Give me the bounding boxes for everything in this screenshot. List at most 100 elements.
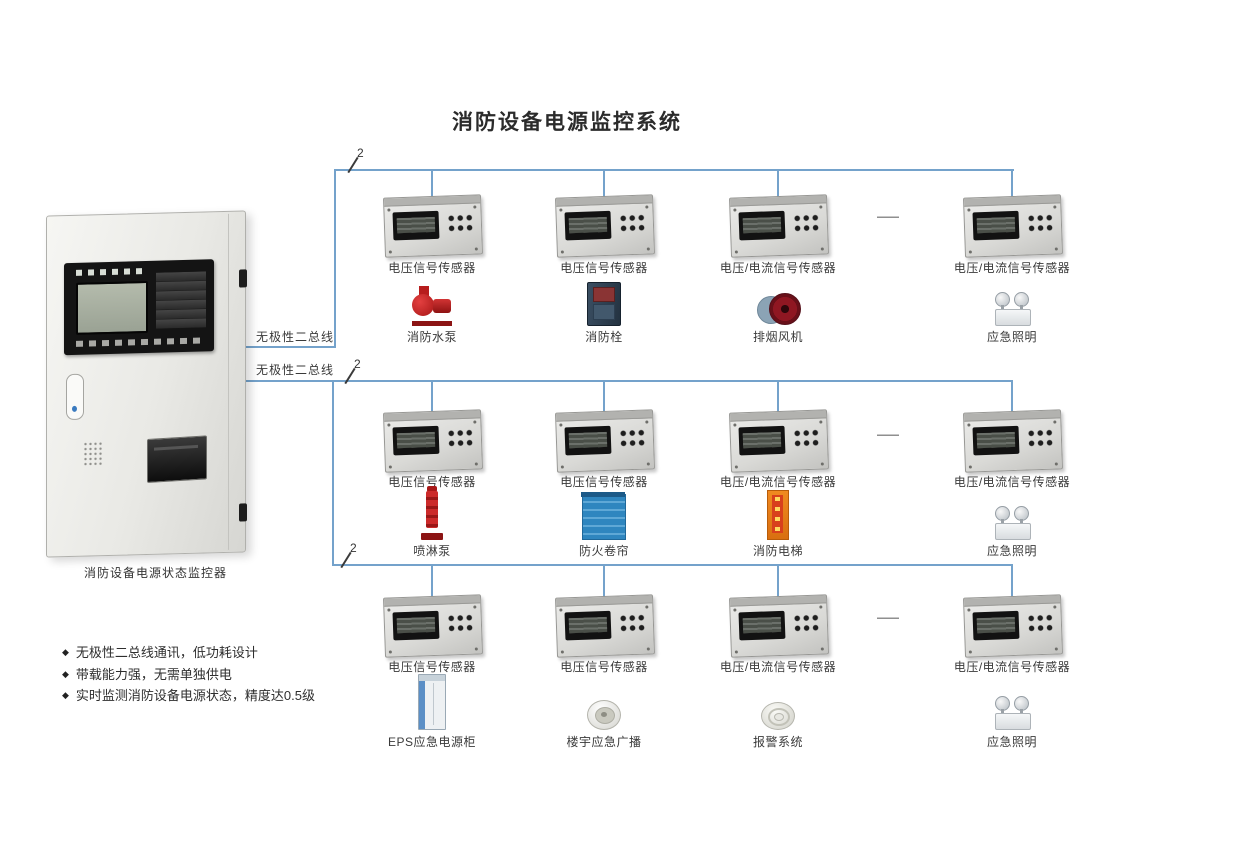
sensor-screws bbox=[559, 608, 563, 612]
sensor-top-strip bbox=[556, 595, 653, 607]
sensor-top-strip bbox=[964, 410, 1061, 422]
sensor-screen bbox=[742, 431, 782, 449]
wire-count-label-3: 2 bbox=[350, 541, 357, 555]
device-label: 防火卷帘 bbox=[578, 544, 629, 558]
bus1-drop-3 bbox=[777, 171, 779, 197]
sensor-top-strip bbox=[964, 195, 1061, 207]
device-label: 消防电梯 bbox=[752, 544, 803, 558]
device-label: 排烟风机 bbox=[752, 330, 803, 344]
sensor-screws bbox=[967, 423, 971, 427]
sensor-keypad bbox=[446, 427, 475, 450]
wire-count-label-2: 2 bbox=[354, 357, 361, 371]
bus-label-top: 无极性二总线 bbox=[256, 330, 335, 344]
sensor-label: 电压/电流信号传感器 bbox=[719, 475, 837, 489]
sensor-screws bbox=[967, 608, 971, 612]
bus3-horizontal bbox=[332, 564, 1013, 566]
bus1-drop-1 bbox=[431, 171, 433, 197]
sensor-display bbox=[564, 210, 612, 241]
hydrant-cabinet-icon bbox=[587, 282, 621, 326]
ellipsis-row3: — bbox=[877, 604, 899, 629]
feature-item: ◆实时监测消防设备电源状态，精度达0.5级 bbox=[62, 685, 315, 707]
sensor-top-strip bbox=[730, 410, 827, 422]
sensor-screws bbox=[733, 423, 737, 427]
sensor-display bbox=[738, 210, 786, 241]
bus1-drop-4 bbox=[1011, 171, 1013, 197]
sensor-keypad bbox=[1026, 427, 1055, 450]
sensor-label: 电压/电流信号传感器 bbox=[719, 261, 837, 275]
bus2-drop-2 bbox=[603, 382, 605, 412]
lock-keyhole bbox=[72, 405, 77, 412]
cabinet-body bbox=[46, 210, 247, 558]
bus3-drop-2 bbox=[603, 566, 605, 597]
feature-text: 无极性二总线通讯，低功耗设计 bbox=[75, 645, 258, 660]
sensor-screws bbox=[387, 208, 391, 212]
device-broadcast-speaker bbox=[574, 672, 634, 730]
device-label: EPS应急电源柜 bbox=[387, 735, 476, 749]
bus3-drop-1 bbox=[431, 566, 433, 597]
sensor-display bbox=[392, 425, 440, 456]
sensor-unit bbox=[728, 409, 830, 473]
sensor-display bbox=[564, 425, 612, 456]
sensor-unit bbox=[554, 409, 656, 473]
sensor-unit bbox=[382, 194, 484, 258]
device-emergency-light bbox=[982, 672, 1042, 730]
device-sprinkler-pump bbox=[402, 484, 462, 540]
sensor-label: 电压/电流信号传感器 bbox=[953, 475, 1071, 489]
sensor-label: 电压信号传感器 bbox=[560, 475, 648, 489]
bus2-drop-1 bbox=[431, 382, 433, 412]
sensor-unit bbox=[382, 409, 484, 473]
eps-cabinet-icon bbox=[418, 674, 446, 730]
sensor-keypad bbox=[792, 212, 821, 235]
feature-item: ◆无极性二总线通讯，低功耗设计 bbox=[62, 642, 315, 664]
ellipsis-row1: — bbox=[877, 203, 899, 228]
bus2-horizontal bbox=[246, 380, 1013, 382]
sensor-top-strip bbox=[964, 595, 1061, 607]
sensor-top-strip bbox=[730, 195, 827, 207]
device-emergency-light bbox=[982, 280, 1042, 326]
device-alarm-system bbox=[748, 672, 808, 730]
sensor-label: 电压信号传感器 bbox=[388, 660, 476, 674]
device-fire-shutter bbox=[574, 484, 634, 540]
fire-pump-icon bbox=[410, 286, 454, 326]
sensor-display bbox=[972, 425, 1020, 456]
sensor-keypad bbox=[618, 212, 647, 235]
cabinet-door-seam bbox=[228, 213, 229, 550]
device-fire-pump bbox=[402, 280, 462, 326]
feature-item: ◆带载能力强，无需单独供电 bbox=[62, 664, 315, 686]
sensor-top-strip bbox=[384, 595, 481, 607]
device-label: 应急照明 bbox=[986, 544, 1037, 558]
device-label: 楼宇应急广播 bbox=[566, 735, 642, 749]
cabinet-label: 消防设备电源状态监控器 bbox=[84, 566, 228, 580]
sensor-screen bbox=[976, 431, 1016, 449]
sensor-screws bbox=[387, 423, 391, 427]
monitor-cabinet bbox=[46, 210, 247, 558]
sensor-unit bbox=[962, 194, 1064, 258]
bus3-riser bbox=[332, 382, 334, 566]
bus1-panel-segment bbox=[246, 346, 336, 348]
sensor-top-strip bbox=[730, 595, 827, 607]
emergency-light-icon bbox=[990, 506, 1034, 540]
device-label: 应急照明 bbox=[986, 330, 1037, 344]
bus2-drop-3 bbox=[777, 382, 779, 412]
feature-text: 实时监测消防设备电源状态，精度达0.5级 bbox=[75, 688, 315, 703]
sensor-unit bbox=[962, 594, 1064, 658]
cabinet-hinge-bottom bbox=[239, 503, 247, 522]
printer-window bbox=[147, 435, 207, 484]
sensor-keypad bbox=[446, 212, 475, 235]
sprinkler-pump-icon bbox=[420, 486, 444, 540]
sensor-display bbox=[972, 610, 1020, 641]
device-label: 消防栓 bbox=[585, 330, 623, 344]
sensor-display bbox=[972, 210, 1020, 241]
sensor-unit bbox=[962, 409, 1064, 473]
sensor-display bbox=[392, 210, 440, 241]
exhaust-fan-icon bbox=[757, 292, 801, 326]
sensor-screen bbox=[568, 616, 608, 634]
smoke-detector-icon bbox=[761, 702, 795, 730]
sensor-keypad bbox=[446, 612, 475, 635]
sensor-display bbox=[564, 610, 612, 641]
cabinet-hinge-top bbox=[239, 269, 247, 288]
sensor-display bbox=[738, 610, 786, 641]
control-head bbox=[64, 259, 214, 356]
sensor-keypad bbox=[618, 427, 647, 450]
sensor-top-strip bbox=[556, 410, 653, 422]
